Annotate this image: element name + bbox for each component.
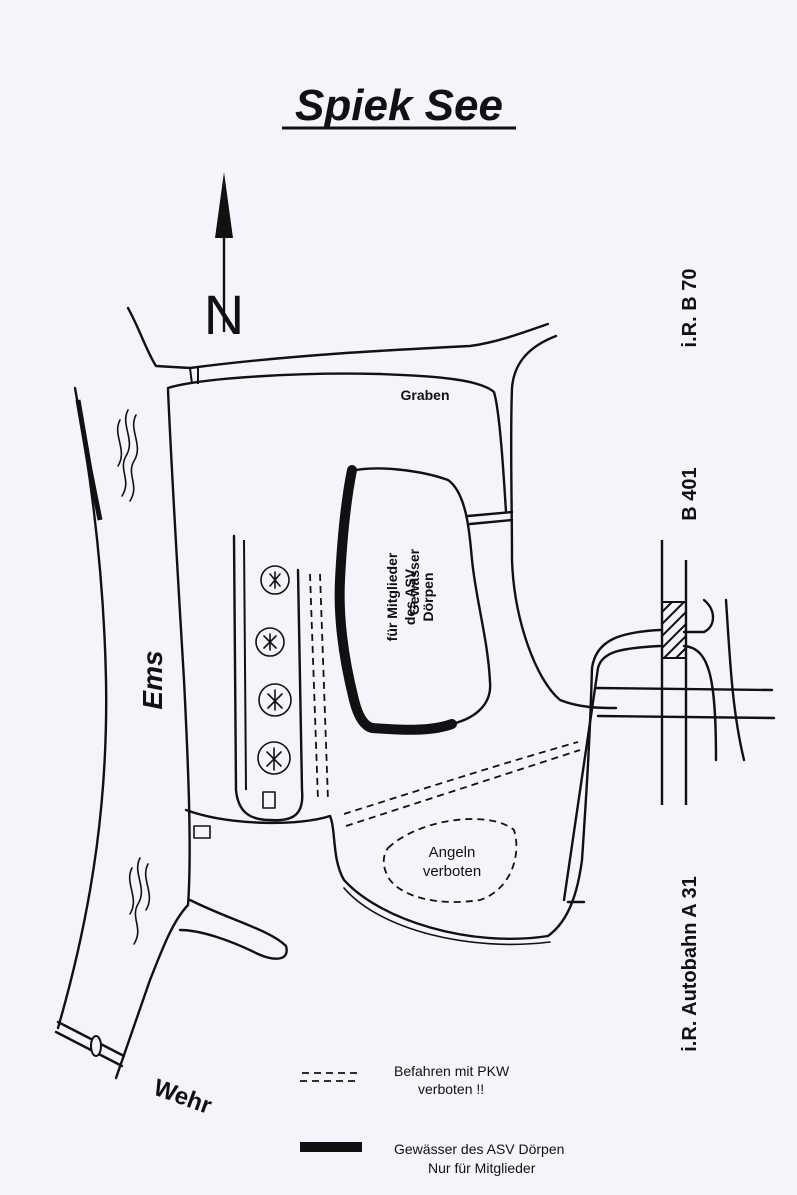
- legend-asv-line2: Nur für Mitglieder: [428, 1160, 536, 1176]
- angeln-label-line1: Angeln: [429, 844, 476, 861]
- lake-label-line4: Dörpen: [420, 573, 436, 622]
- legend-asv-symbol: [300, 1142, 362, 1152]
- weir: [54, 1020, 126, 1068]
- legend-pkw-line1: Befahren mit PKW: [394, 1063, 510, 1079]
- angeln-label-line2: verboten: [423, 863, 481, 880]
- lake-label-line1: Gewässer: [406, 548, 422, 615]
- no-car-paths: [309, 573, 581, 827]
- wehr-label: Wehr: [150, 1074, 215, 1120]
- club-lake: [334, 465, 514, 735]
- north-letter: N: [204, 283, 244, 346]
- legend-pkw-symbol: [300, 1072, 362, 1082]
- graben-ditch: [126, 306, 618, 710]
- road-b401-label: B 401: [679, 467, 701, 520]
- road-b70-label: i.R. B 70: [679, 269, 701, 348]
- tree-icons: [255, 565, 292, 775]
- autobahn-a31: [660, 540, 688, 805]
- lake-label-line2: für Mitglieder: [384, 552, 400, 641]
- graben-label: Graben: [400, 387, 449, 403]
- shore-strip: [232, 534, 304, 822]
- legend-pkw-line2: verboten !!: [418, 1081, 484, 1097]
- map-title: Spiek See: [295, 81, 503, 130]
- legend-asv-line1: Gewässer des ASV Dörpen: [394, 1141, 564, 1157]
- north-arrow-icon: N: [204, 172, 244, 346]
- road-a31-label: i.R. Autobahn A 31: [679, 876, 701, 1052]
- ems-river: [56, 386, 191, 1080]
- ems-label: Ems: [137, 650, 168, 709]
- lake-label-line3: des ASV: [402, 568, 418, 625]
- legend: Befahren mit PKW verboten !! Gewässer de…: [300, 1063, 564, 1176]
